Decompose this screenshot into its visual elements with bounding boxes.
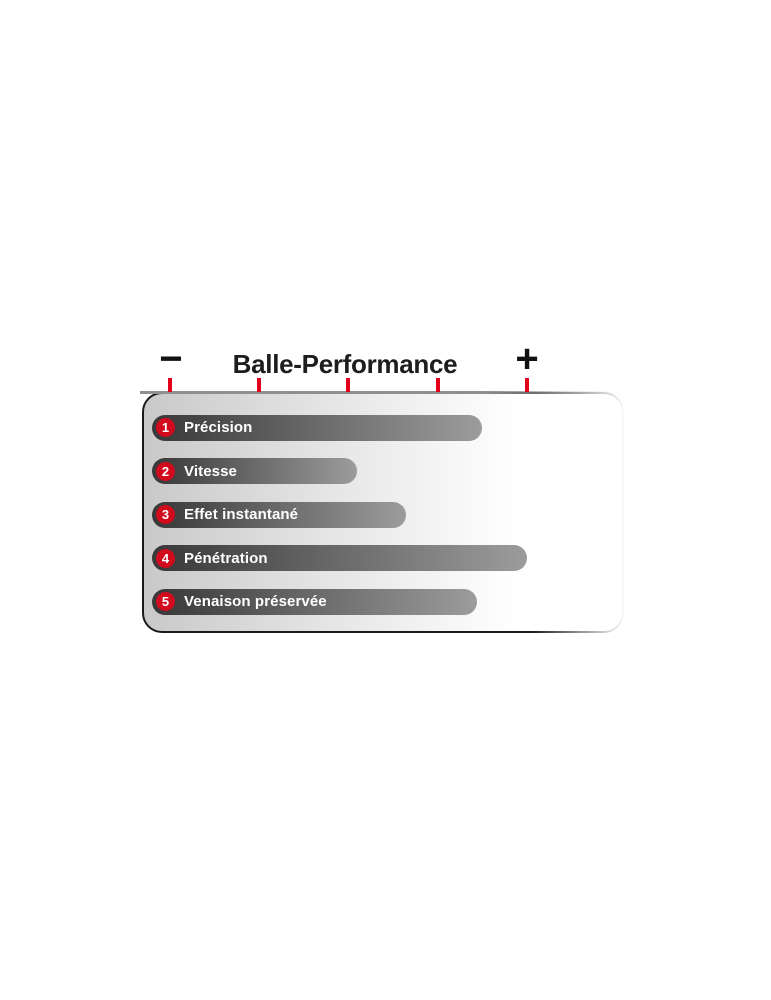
bar-row: 4 Pénétration: [152, 545, 622, 571]
bar-row: 5 Venaison préservée: [152, 588, 622, 615]
bar-row: 3 Effet instantané: [152, 501, 622, 528]
bar-label: Précision: [184, 419, 253, 436]
axis-tick: [168, 378, 172, 392]
axis-tick: [346, 378, 350, 392]
axis-tick: [525, 378, 529, 392]
rank-badge: 4: [156, 548, 175, 568]
bar-label: Effet instantané: [184, 506, 299, 523]
bar-venaison-preservee: 5 Venaison préservée: [152, 588, 478, 615]
axis-tick: [436, 378, 440, 392]
bar-label: Vitesse: [184, 462, 237, 480]
axis-line: [140, 391, 645, 394]
bar-precision: 1 Précision: [152, 414, 482, 441]
axis-max-label: +: [515, 337, 539, 381]
bar-penetration: 4 Pénétration: [152, 545, 527, 571]
bar-effet-instantane: 3 Effet instantané: [152, 501, 406, 528]
rank-badge: 3: [156, 505, 175, 524]
bar-row: 1 Précision: [152, 414, 622, 441]
axis-min-label: −: [159, 337, 183, 381]
bar-vitesse: 2 Vitesse: [152, 458, 357, 484]
rank-badge: 5: [156, 592, 175, 611]
bar-row: 2 Vitesse: [152, 458, 622, 484]
chart-title: Balle-Performance: [232, 349, 458, 379]
chart-panel: 1 Précision 2 Vitesse 3 Effet instantané…: [142, 392, 624, 633]
rank-badge: 2: [156, 461, 175, 481]
bar-label: Pénétration: [184, 549, 268, 567]
bar-label: Venaison préservée: [184, 593, 327, 610]
axis-tick: [257, 378, 261, 392]
rank-badge: 1: [156, 418, 175, 437]
